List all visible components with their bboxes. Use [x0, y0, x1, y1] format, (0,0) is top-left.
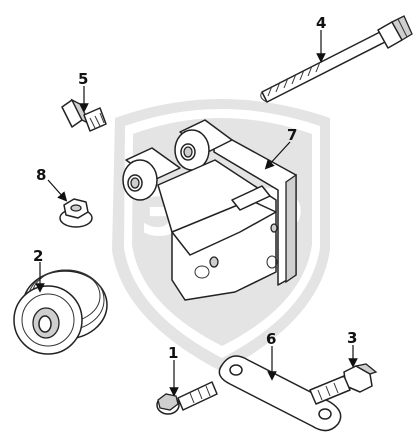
- callout-7: 7: [287, 126, 297, 144]
- leader-7: [264, 141, 291, 170]
- link-plate-part: [218, 355, 342, 432]
- callout-labels: 1 2 3 4 5 6 7 8: [33, 14, 357, 362]
- callout-1: 1: [168, 344, 178, 362]
- callout-2: 2: [33, 247, 43, 265]
- pulley-part: [13, 269, 108, 355]
- long-bolt-part: [260, 15, 413, 103]
- short-bolt-part: [61, 98, 107, 132]
- callout-6: 6: [266, 330, 276, 348]
- bolt-3-part: [309, 363, 378, 405]
- flange-nut-part: [59, 198, 93, 228]
- leader-lines: [35, 30, 358, 397]
- callout-3: 3: [347, 329, 357, 347]
- tensioner-bracket-part: [122, 119, 297, 301]
- callout-4: 4: [316, 14, 326, 32]
- leader-8: [47, 179, 68, 202]
- callout-5: 5: [78, 70, 88, 88]
- bolt-1-part: [156, 381, 218, 415]
- callout-8: 8: [36, 166, 46, 184]
